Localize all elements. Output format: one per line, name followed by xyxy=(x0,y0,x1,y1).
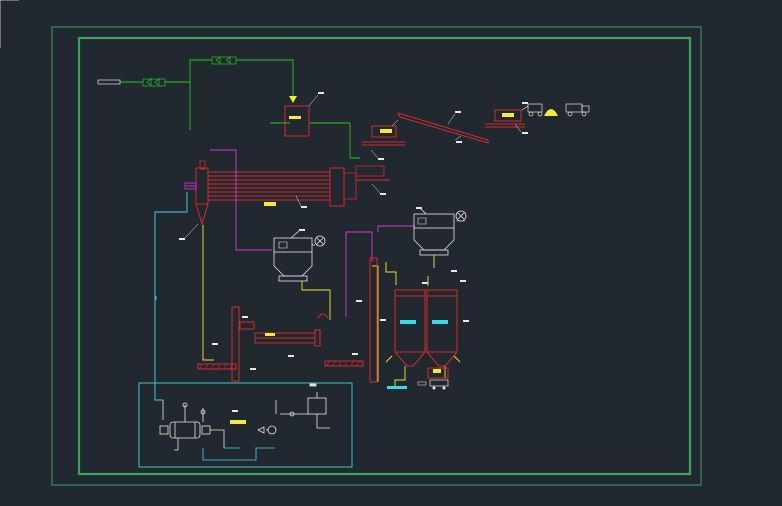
packing-station xyxy=(417,367,449,390)
boiler-tag xyxy=(232,410,238,412)
steam-source-valve-icon[interactable] xyxy=(97,79,121,85)
deaerator-tank xyxy=(275,383,330,429)
valve-group-lower-icon[interactable] xyxy=(142,78,166,87)
tank-indicator-icon xyxy=(289,96,297,103)
heat-exchanger xyxy=(159,400,225,451)
steam-lines xyxy=(120,59,360,159)
valve-group-upper-icon[interactable] xyxy=(211,56,237,65)
dryer-tag xyxy=(264,202,276,206)
boiler-room-box xyxy=(138,382,353,468)
product-pile-icon xyxy=(544,109,558,116)
silo-tags xyxy=(422,270,469,322)
truck-icon xyxy=(565,103,590,117)
silo-left xyxy=(394,289,426,367)
inner-frame xyxy=(77,36,692,476)
silo-right xyxy=(426,289,458,367)
feed-system xyxy=(362,109,525,146)
outer-frame xyxy=(51,26,702,486)
bag-filter-upper xyxy=(413,208,455,256)
boiler-label xyxy=(230,420,246,424)
filter-tag-lower xyxy=(299,229,305,231)
conveyor-tags xyxy=(212,300,386,370)
header-tank xyxy=(284,92,324,137)
corner-marker xyxy=(0,0,19,48)
pump-icon[interactable] xyxy=(257,425,277,435)
boiler-piping xyxy=(202,447,275,461)
loader-truck-icon xyxy=(521,103,543,117)
feed-hopper-tag xyxy=(380,129,392,133)
filter-tag-upper xyxy=(416,207,422,209)
feed-leaders xyxy=(370,113,522,159)
silo-left-label xyxy=(400,320,416,324)
feed-tags xyxy=(378,102,528,160)
silo-discharge xyxy=(385,355,461,386)
silo-right-label xyxy=(432,320,448,324)
feed-bin-tag xyxy=(502,113,514,117)
fan-icon[interactable] xyxy=(312,235,326,247)
conveyor-hatching xyxy=(199,360,360,370)
rotary-tube-dryer xyxy=(179,160,390,240)
product-lines xyxy=(202,225,435,382)
bag-filter-lower xyxy=(273,229,313,282)
bottom-note xyxy=(387,386,407,389)
condensate-lines xyxy=(154,192,188,401)
fan-upper-icon[interactable] xyxy=(455,210,467,222)
conveyor-label xyxy=(265,333,275,336)
exhaust-lines xyxy=(186,149,465,317)
conveyors xyxy=(197,257,378,383)
